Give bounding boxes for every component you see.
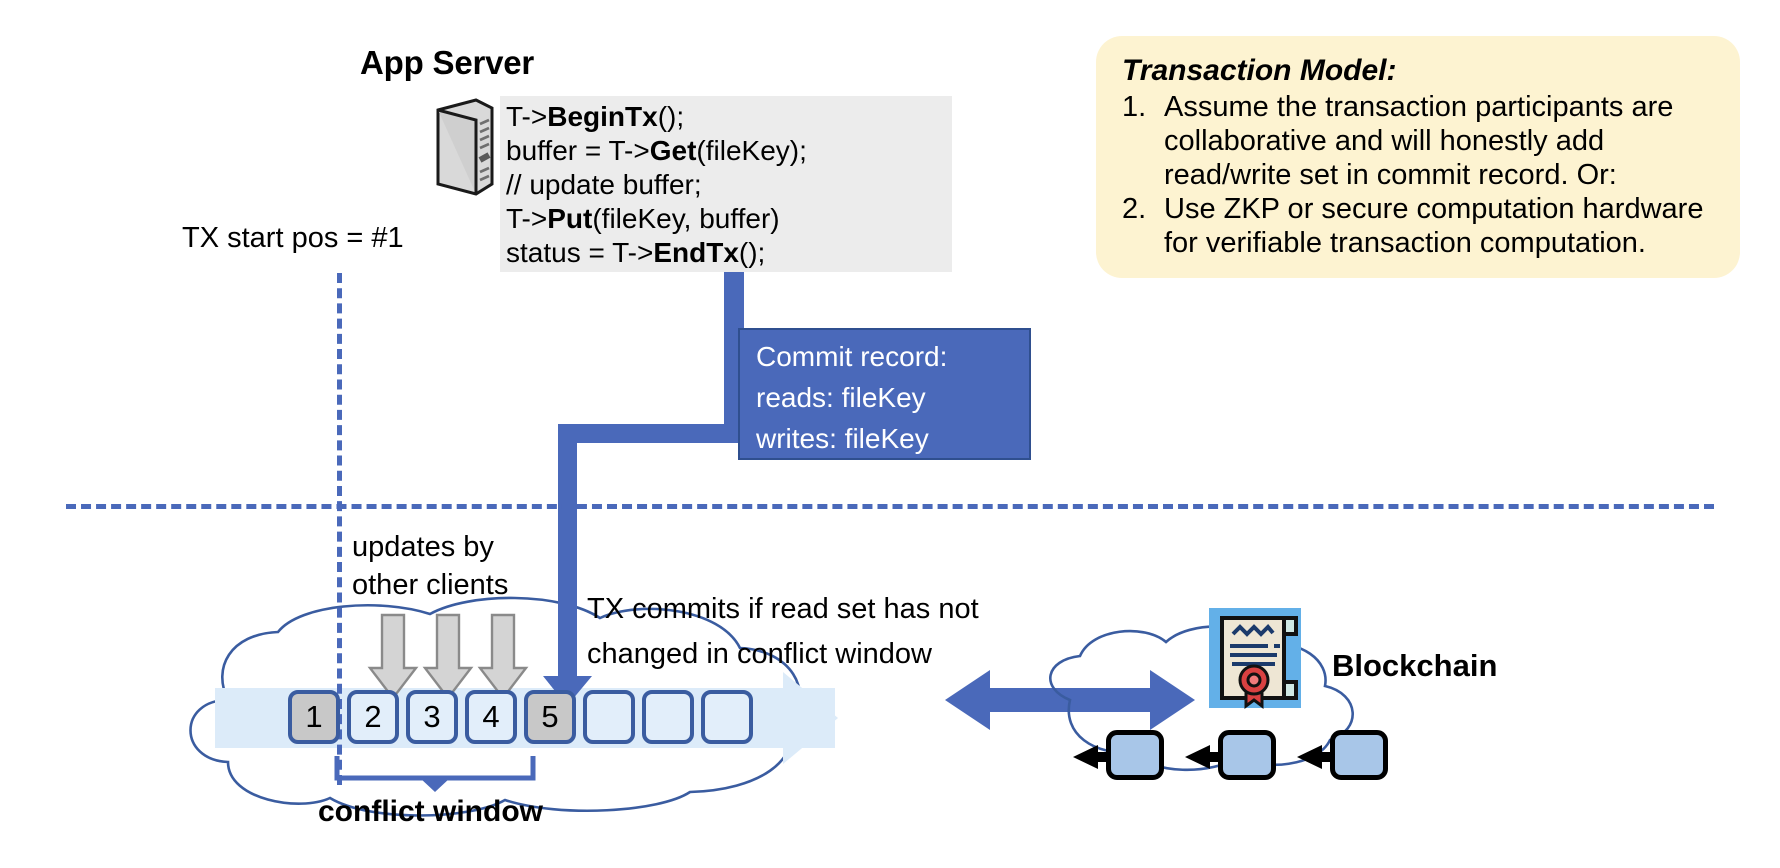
blockchain-block-2[interactable]: [1218, 730, 1276, 780]
list-text: Use ZKP or secure computation hardware f…: [1164, 193, 1704, 259]
ledger-block-8[interactable]: [701, 690, 753, 744]
tx-start-pos-label: TX start pos = #1: [182, 222, 404, 254]
code-line: T->Put(fileKey, buffer): [506, 203, 780, 234]
certificate-icon-vector: [1209, 608, 1301, 709]
blockchain-block-3[interactable]: [1330, 730, 1388, 780]
conflict-window-bracket: [334, 756, 536, 792]
app-server-title: App Server: [360, 44, 535, 81]
tx-commits-condition-label: TX commits if read set has not changed i…: [587, 593, 979, 670]
code-line: buffer = T->Get(fileKey);: [506, 135, 807, 166]
update-arrows: [367, 613, 529, 700]
transaction-model-item: 2. Use ZKP or secure computation hardwar…: [1122, 192, 1718, 260]
blockchain-blocks-row: [1106, 730, 1388, 780]
ledger-block-6[interactable]: [583, 690, 635, 744]
commit-record-line: reads: fileKey: [756, 382, 926, 413]
ledger-block-5[interactable]: 5: [524, 690, 576, 744]
list-number: 1.: [1122, 91, 1147, 123]
transaction-model-callout: Transaction Model: 1. Assume the transac…: [1096, 36, 1740, 278]
tx-start-dashed-line: [337, 273, 342, 785]
code-line: // update buffer;: [506, 169, 702, 200]
blockchain-label: Blockchain: [1332, 648, 1498, 683]
layer-separator-dashed-line: [66, 504, 1714, 509]
ledger-block-3[interactable]: 3: [406, 690, 458, 744]
commit-record-line: writes: fileKey: [756, 423, 929, 454]
list-number: 2.: [1122, 193, 1147, 225]
ledger-block-7[interactable]: [642, 690, 694, 744]
commit-record-line: Commit record:: [756, 341, 948, 372]
commit-record-box: Commit record: reads: fileKey writes: fi…: [738, 328, 1031, 460]
ledger-block-4[interactable]: 4: [465, 690, 517, 744]
blockchain-block-1[interactable]: [1106, 730, 1164, 780]
server-icon-vector: [436, 98, 494, 196]
code-line: status = T->EndTx();: [506, 237, 766, 268]
updates-by-other-clients-label: updates by other clients: [352, 531, 509, 601]
list-text: Assume the transaction participants are …: [1164, 91, 1674, 191]
transaction-model-title: Transaction Model:: [1122, 54, 1397, 87]
transaction-model-item: 1. Assume the transaction participants a…: [1122, 90, 1718, 192]
code-line: T->BeginTx();: [506, 101, 685, 132]
blockchain-link-arrows: [1073, 745, 1352, 769]
ledger-block-1[interactable]: 1: [288, 690, 340, 744]
conflict-window-label: conflict window: [318, 795, 543, 828]
ledger-block-2[interactable]: 2: [347, 690, 399, 744]
code-block: T->BeginTx(); buffer = T->Get(fileKey); …: [500, 96, 952, 272]
